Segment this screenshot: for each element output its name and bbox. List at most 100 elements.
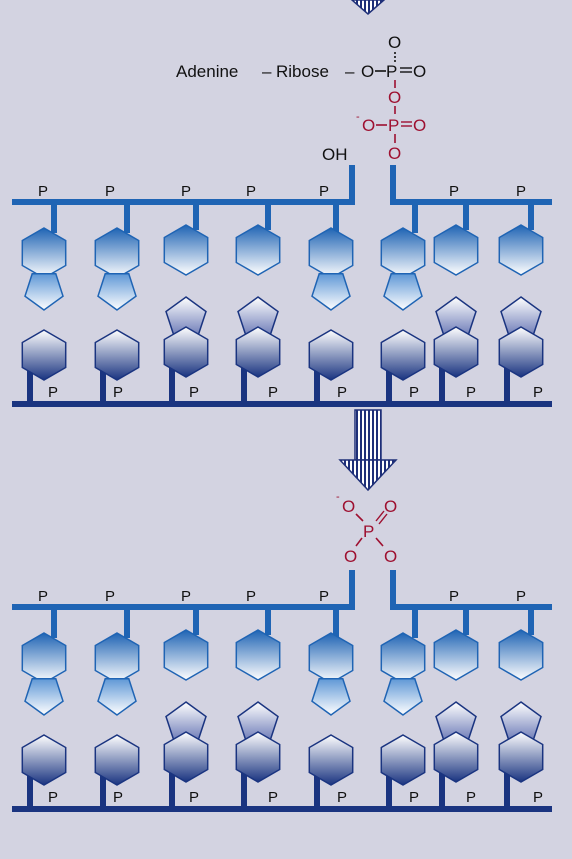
purine-base [498,326,544,378]
pyrimidine-base [21,329,67,381]
oxygen-label: O [361,62,374,81]
pyrimidine-base [433,224,479,276]
phosphate-label: P [105,588,115,605]
phosphate-label: P [337,789,347,806]
purine-base [163,731,209,783]
purine-ring [383,273,423,311]
oxygen-label: O [388,144,401,163]
negative-charge-label: - [356,111,360,123]
purine-base [380,227,426,279]
purine-base [498,731,544,783]
pyrimidine-base [308,329,354,381]
purine-ring [97,678,137,716]
phosphate-label: P [409,384,419,401]
purine-base [94,632,140,684]
purine-ring [97,273,137,311]
purine-ring [311,273,351,311]
phosphate-label: P [533,789,543,806]
oxygen-label: O [413,116,426,135]
negative-charge-label: - [336,491,340,503]
pyrimidine-base [163,629,209,681]
phosphate-label: P [113,789,123,806]
purine-ring [383,678,423,716]
purine-ring [24,678,64,716]
phosphate-label: P [48,384,58,401]
pyrimidine-base [433,629,479,681]
phosphate-label: P [449,183,459,200]
oxygen-label: O [342,497,355,516]
top-backbone-left [12,570,355,610]
pyrimidine-base [308,734,354,786]
pyrimidine-base [94,329,140,381]
purine-base [163,326,209,378]
purine-ring [24,273,64,311]
oxygen-label: O [384,497,397,516]
purine-base [433,326,479,378]
phosphate-label: P [319,183,329,200]
phosphorus-label: P [363,522,374,541]
phosphate-label: P [189,789,199,806]
oxygen-label: O [344,547,357,566]
down-arrow-icon [338,409,398,492]
purine-base [433,731,479,783]
pyrimidine-base [235,629,281,681]
pyrimidine-base [380,329,426,381]
pyrimidine-base [94,734,140,786]
phosphate-label: P [337,384,347,401]
purine-base [235,731,281,783]
purine-base [21,227,67,279]
oxygen-label: O [413,62,426,81]
phosphorus-label: P [388,116,399,135]
phosphate-label: P [181,588,191,605]
ribose-label: Ribose [276,62,329,81]
phosphate-label: P [449,588,459,605]
phosphate-label: P [466,789,476,806]
top-backbone-left [12,165,355,205]
adenine-label: Adenine [176,62,238,81]
purine-base [235,326,281,378]
purine-base [21,632,67,684]
phosphate-label: P [466,384,476,401]
adenylate-label: Adenine – Ribose – O P O O O - O P O O O… [176,33,426,164]
pyrimidine-base [380,734,426,786]
phosphate-group: - O O P O O [336,491,397,566]
purine-base [380,632,426,684]
phosphate-label: P [246,588,256,605]
phosphate-label: P [181,183,191,200]
phosphate-label: P [516,588,526,605]
phosphate-label: P [533,384,543,401]
phosphate-label: P [189,384,199,401]
dash-label: – [262,62,272,81]
oxygen-label: O [384,547,397,566]
down-arrow-icon [350,0,386,15]
pyrimidine-base [163,224,209,276]
dna-duplex-after: P P P P P P P P P P P P P P P [12,570,552,812]
phosphate-label: P [246,183,256,200]
dash-label: – [345,62,355,81]
phosphate-label: P [409,789,419,806]
purine-base [308,632,354,684]
phosphate-label: P [113,384,123,401]
pyrimidine-base [21,734,67,786]
phosphate-label: P [516,183,526,200]
oxygen-label: O [388,88,401,107]
pyrimidine-base [498,224,544,276]
phosphate-label: P [319,588,329,605]
oxygen-label: O [362,116,375,135]
purine-ring [311,678,351,716]
phosphate-label: P [38,183,48,200]
phosphate-label: P [268,384,278,401]
pyrimidine-base [235,224,281,276]
phosphate-label: P [38,588,48,605]
top-backbone-right [390,165,552,205]
pyrimidine-base [498,629,544,681]
phosphorus-label: P [386,62,397,81]
purine-base [308,227,354,279]
top-backbone-right [390,570,552,610]
phosphate-label: P [48,789,58,806]
purine-base [94,227,140,279]
oxygen-label: O [388,33,401,52]
phosphate-label: P [268,789,278,806]
